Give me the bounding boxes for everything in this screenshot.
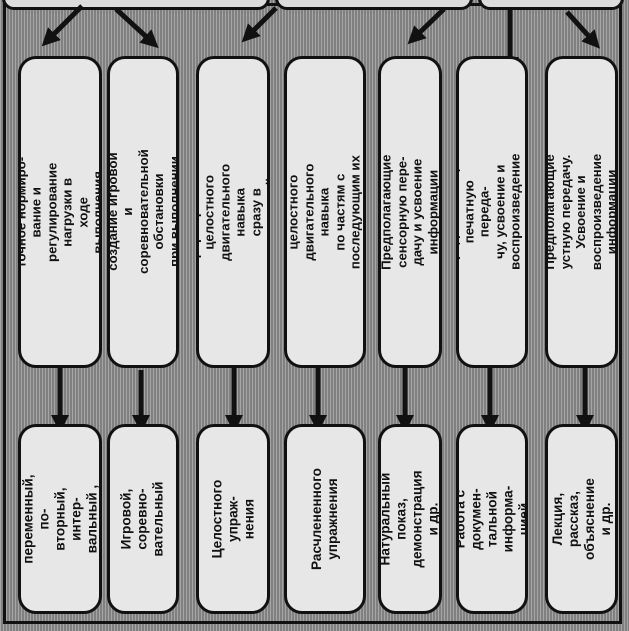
- method-text-4: Предполагающие формирование целостного д…: [286, 155, 366, 269]
- variant-box-3: Целостного упраж- нения: [196, 424, 270, 614]
- variant-box-4: Расчлененного упражнения: [284, 424, 366, 614]
- top-group-box-2: [275, 0, 473, 10]
- variant-box-5: Натуральный показ, демонстрация и др.: [378, 424, 442, 614]
- method-box-5: Предполагающие сенсорную пере- дачу и ус…: [378, 56, 442, 368]
- variant-text-5: Натуральный показ, демонстрация и др.: [378, 470, 442, 568]
- method-text-3: Предполагающие формирование целостного д…: [196, 162, 270, 262]
- method-box-1: Предполагающие точное нормиро- вание и р…: [18, 56, 102, 368]
- variant-box-2: Игровой, соревно- вательный: [107, 424, 179, 614]
- variant-text-3: Целостного упраж- нения: [208, 479, 257, 559]
- method-box-3: Предполагающие формирование целостного д…: [196, 56, 270, 368]
- method-box-7: Предполагающие устную передачу. Усвоение…: [545, 56, 618, 368]
- variant-text-1: Равномерный, переменный, по- вторный, ин…: [19, 474, 100, 564]
- top-group-box-1: [2, 0, 270, 10]
- variant-box-7: Лекция, рассказ, объяснение и др.: [545, 424, 618, 614]
- method-box-6: Предполагающие печатную переда- чу, усво…: [456, 56, 528, 368]
- method-box-2: Предполагающие создание игровой и соревн…: [107, 56, 179, 368]
- variant-text-6: Работа с докумен- тальной информа- цией: [456, 485, 528, 553]
- top-group-box-3: [478, 0, 624, 10]
- method-text-2: Предполагающие создание игровой и соревн…: [107, 149, 179, 275]
- method-text-6: Предполагающие печатную переда- чу, усво…: [456, 153, 528, 271]
- variant-text-2: Игровой, соревно- вательный: [118, 481, 167, 557]
- method-text-5: Предполагающие сенсорную пере- дачу и ус…: [378, 154, 441, 270]
- variant-text-7: Лекция, рассказ, объяснение и др.: [549, 478, 613, 560]
- variant-box-6: Работа с докумен- тальной информа- цией: [456, 424, 528, 614]
- variant-box-1: Равномерный, переменный, по- вторный, ин…: [18, 424, 102, 614]
- method-box-4: Предполагающие формирование целостного д…: [284, 56, 366, 368]
- method-text-1: Предполагающие точное нормиро- вание и р…: [18, 156, 102, 268]
- variant-text-4: Расчлененного упражнения: [308, 468, 341, 570]
- method-text-7: Предполагающие устную передачу. Усвоение…: [545, 153, 618, 271]
